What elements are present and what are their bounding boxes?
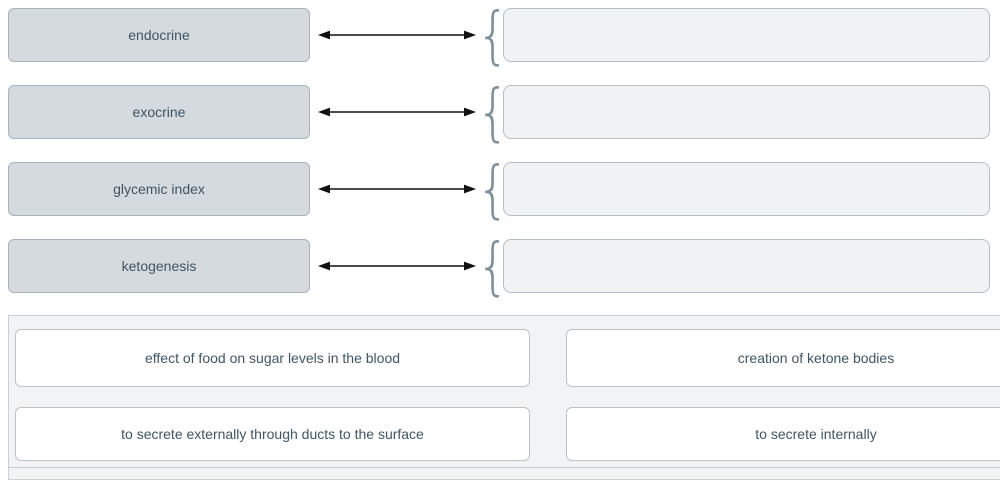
match-row: endocrine { [8, 0, 1000, 72]
match-row: glycemic index { [8, 152, 1000, 226]
double-arrow-graphic [317, 107, 476, 117]
double-arrow-icon [310, 162, 483, 216]
answer-card[interactable]: creation of ketone bodies [566, 329, 1000, 387]
double-arrow-icon [310, 239, 483, 293]
match-row: ketogenesis { [8, 229, 1000, 303]
curly-brace-icon: { [476, 75, 510, 149]
term-label: endocrine [128, 27, 190, 43]
answer-drop-zone-endocrine[interactable] [503, 8, 990, 62]
answer-bank-grid: effect of food on sugar levels in the bl… [9, 316, 1000, 461]
answer-drop-zone-ketogenesis[interactable] [503, 239, 990, 293]
answer-bank-panel: effect of food on sugar levels in the bl… [8, 315, 1000, 480]
double-arrow-icon [310, 85, 483, 139]
curly-brace-icon: { [476, 0, 510, 72]
term-box-ketogenesis: ketogenesis [8, 239, 310, 293]
term-label: ketogenesis [121, 258, 197, 274]
double-arrow-graphic [317, 30, 476, 40]
curly-brace-icon: { [476, 229, 510, 303]
term-label: glycemic index [113, 181, 205, 197]
double-arrow-graphic [317, 184, 476, 194]
double-arrow-icon [310, 8, 483, 62]
answer-drop-zone-glycemic-index[interactable] [503, 162, 990, 216]
term-label: exocrine [132, 104, 186, 120]
panel-bottom-divider [9, 467, 1000, 468]
term-box-glycemic-index: glycemic index [8, 162, 310, 216]
answer-card[interactable]: effect of food on sugar levels in the bl… [15, 329, 530, 387]
term-box-exocrine: exocrine [8, 85, 310, 139]
term-box-endocrine: endocrine [8, 8, 310, 62]
curly-brace-icon: { [476, 152, 510, 226]
answer-card[interactable]: to secrete internally [566, 407, 1000, 461]
answer-card[interactable]: to secrete externally through ducts to t… [15, 407, 530, 461]
answer-drop-zone-exocrine[interactable] [503, 85, 990, 139]
match-row: exocrine { [8, 75, 1000, 149]
match-area: endocrine { exocrine { glycemic in [8, 0, 1000, 303]
double-arrow-graphic [317, 261, 476, 271]
